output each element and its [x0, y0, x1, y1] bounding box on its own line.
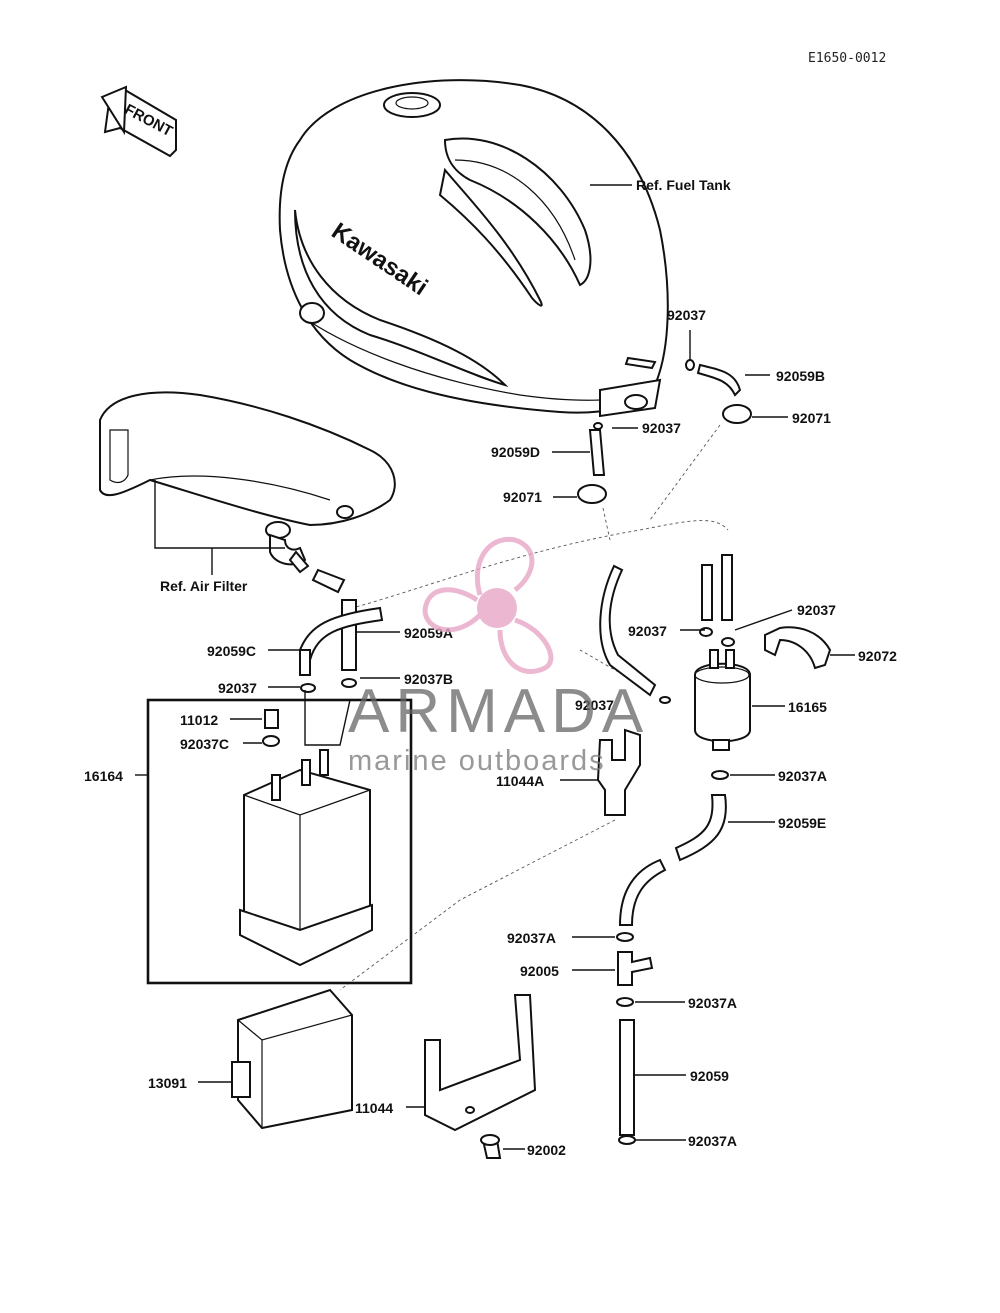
label-11044a: 11044A [496, 773, 544, 789]
label-11012: 11012 [180, 712, 218, 728]
label-92037-d: 92037 [797, 602, 836, 618]
label-92002: 92002 [527, 1142, 566, 1158]
label-16164: 16164 [84, 768, 123, 784]
fuel-filter-drawing [694, 554, 751, 751]
label-92037a-a: 92037A [778, 768, 827, 784]
label-92037-e: 92037 [218, 680, 257, 696]
watermark-title: ARMADA [348, 677, 649, 746]
label-92037c: 92037C [180, 736, 229, 752]
label-92072: 92072 [858, 648, 897, 664]
tray-drawing [231, 988, 353, 1130]
label-92037-c: 92037 [628, 623, 667, 639]
label-ref-air-filter: Ref. Air Filter [160, 578, 248, 594]
label-92059b: 92059B [776, 368, 825, 384]
air-filter-drawing [99, 391, 396, 574]
label-92059: 92059 [690, 1068, 729, 1084]
label-92037b: 92037B [404, 671, 453, 687]
label-ref-fuel-tank: Ref. Fuel Tank [636, 177, 731, 193]
label-92037a-d: 92037A [688, 1133, 737, 1149]
label-92059d: 92059D [491, 444, 540, 460]
fuel-tank-drawing: Kawasaki [278, 79, 669, 418]
label-16165: 16165 [788, 699, 827, 715]
bracket-drawing [424, 994, 537, 1159]
diagram-code: E1650-0012 [808, 51, 886, 66]
leader-lines [135, 330, 855, 1150]
label-92037a-c: 92037A [688, 995, 737, 1011]
label-92005: 92005 [520, 963, 559, 979]
front-arrow-icon: FRONT [100, 85, 177, 158]
label-13091: 13091 [148, 1075, 187, 1091]
canister-group-box [146, 698, 413, 985]
label-92037-a: 92037 [667, 307, 706, 323]
label-92071-b: 92071 [503, 489, 542, 505]
label-92037a-b: 92037A [507, 930, 556, 946]
canister-drawing [239, 709, 373, 967]
label-92037-b: 92037 [642, 420, 681, 436]
label-92059e: 92059E [778, 815, 826, 831]
label-92059c: 92059C [207, 643, 256, 659]
watermark-propeller-logo [422, 536, 554, 675]
label-92071-a: 92071 [792, 410, 831, 426]
watermark-subtitle: marine outboards [348, 745, 606, 777]
label-92037-f: 92037 [575, 697, 614, 713]
label-11044: 11044 [355, 1100, 393, 1116]
